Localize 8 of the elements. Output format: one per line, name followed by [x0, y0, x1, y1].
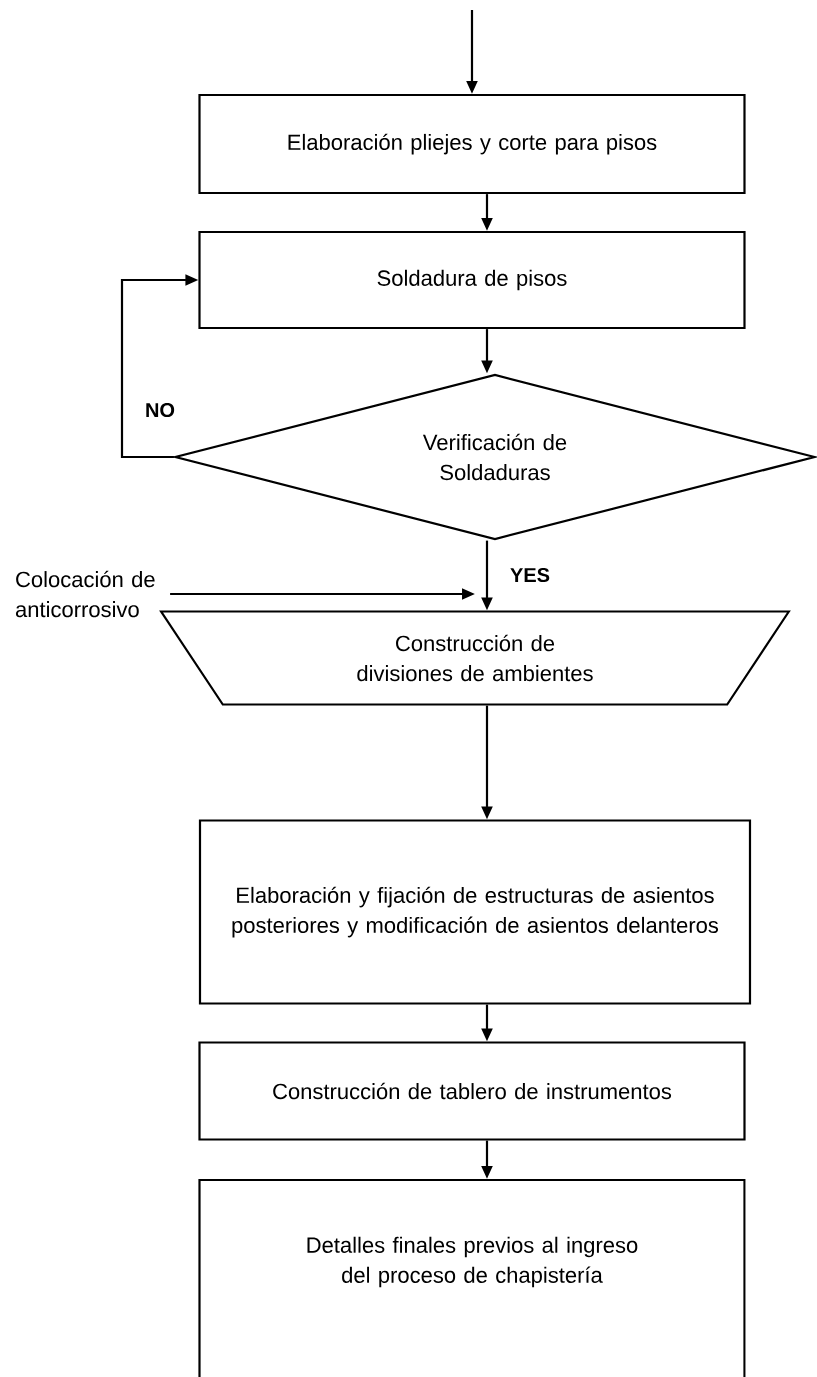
- process-box: Construcción de tablero de instrumentos: [198, 1041, 746, 1141]
- process-box: [198, 1178, 746, 1377]
- process-box: Elaboración pliejes y corte para pisos: [198, 93, 746, 195]
- process-box: Soldadura de pisos: [198, 230, 746, 330]
- process-box: Elaboración y fijación de estructuras de asientos posteriores y modificación de asientos delanteros: [198, 819, 752, 1005]
- box-text: Detalles finales previos al ingreso del proceso de chapistería: [307, 1236, 638, 1288]
- input-text: Colocación de anticorrosivo: [15, 570, 155, 618]
- edge-label: YES: [509, 566, 551, 584]
